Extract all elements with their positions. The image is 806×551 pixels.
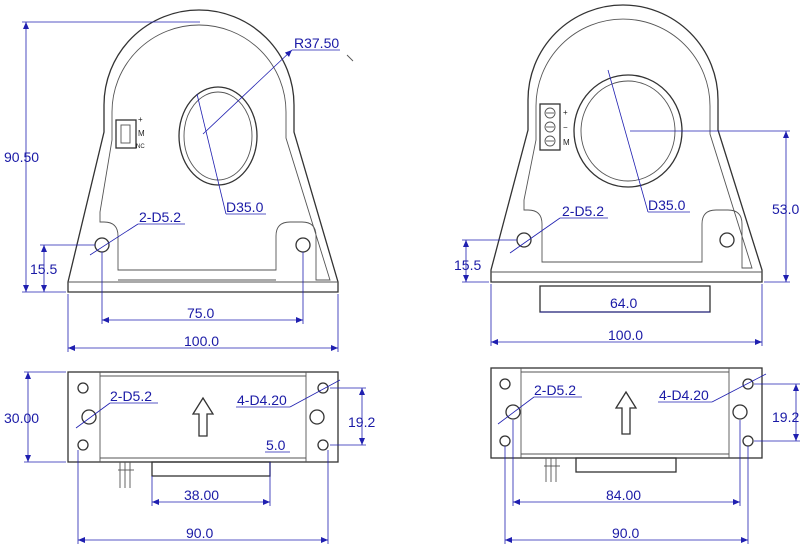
- length-label: 90.0: [612, 525, 639, 541]
- top-right-view: + − M D35.0 53.0 2-D5.2 15.5 64.0 100.0: [454, 4, 799, 346]
- pin-offset-label: 5.0: [266, 437, 286, 453]
- top-left-view: + M NC 90.50 R37.50 D35.0 2-D5.2 15.5 75…: [4, 9, 354, 352]
- terminal-m-label: M: [563, 138, 570, 147]
- base-width-label: 38.00: [184, 487, 219, 503]
- mount-hole-right: [295, 237, 311, 253]
- pin-spacing-label: 19.2: [348, 414, 375, 430]
- mount-hole: [81, 409, 97, 425]
- bottom-left-view: 30.00 2-D5.2 4-D4.20 19.2 5.0 38.00 90.0: [4, 371, 375, 544]
- connector-nc-label: NC: [136, 144, 145, 150]
- base-width-label: 64.0: [610, 295, 637, 311]
- mount-holes-label: 2-D5.2: [110, 388, 152, 404]
- pcb-holes-label: 4-D4.20: [237, 392, 287, 408]
- mount-hole-left: [94, 237, 110, 253]
- width-label: 100.0: [608, 327, 643, 343]
- hole-spacing-label: 84.00: [606, 487, 641, 503]
- center-hole: [178, 86, 258, 186]
- radius-label: R37.50: [294, 35, 339, 51]
- mount-hole-right: [719, 232, 735, 248]
- pcb-holes-label: 4-D4.20: [659, 387, 709, 403]
- side-body: [490, 367, 763, 459]
- hole-spacing-label: 75.0: [187, 305, 214, 321]
- connector-m-label: M: [138, 129, 145, 138]
- mount-holes-label: 2-D5.2: [534, 382, 576, 398]
- terminal-plus-label: +: [563, 108, 568, 117]
- hole-diameter-label: D35.0: [648, 197, 686, 213]
- terminal-minus-label: −: [563, 123, 568, 132]
- sensor-outline: [490, 4, 763, 283]
- hole-diameter-label: D35.0: [226, 199, 264, 215]
- sensor-outline: [67, 9, 339, 293]
- hole-height-label: 15.5: [30, 261, 57, 277]
- side-body: [67, 371, 339, 463]
- center-height-label: 53.0: [772, 201, 799, 217]
- width-label: 100.0: [184, 333, 219, 349]
- bottom-right-view: 2-D5.2 4-D4.20 19.2 84.00 90.0: [490, 367, 800, 544]
- depth-label: 30.00: [4, 410, 39, 426]
- current-direction-arrow: [614, 390, 638, 435]
- hole-height-label: 15.5: [454, 257, 481, 273]
- length-label: 90.0: [186, 525, 213, 541]
- pcb-base: [575, 457, 677, 473]
- sensor-inner-outline: [523, 18, 753, 269]
- mount-holes-label: 2-D5.2: [562, 203, 604, 219]
- sensor-inner-outline: [99, 24, 331, 281]
- current-direction-arrow: [191, 396, 215, 437]
- connector-plus-label: +: [138, 115, 143, 124]
- mount-holes-label: 2-D5.2: [139, 209, 181, 225]
- mount-hole: [505, 404, 521, 420]
- pin-spacing-label: 19.2: [772, 409, 799, 425]
- connector: [115, 119, 137, 149]
- height-overall-label: 90.50: [4, 149, 39, 165]
- terminal-block: [539, 103, 561, 151]
- pcb-base: [151, 461, 271, 477]
